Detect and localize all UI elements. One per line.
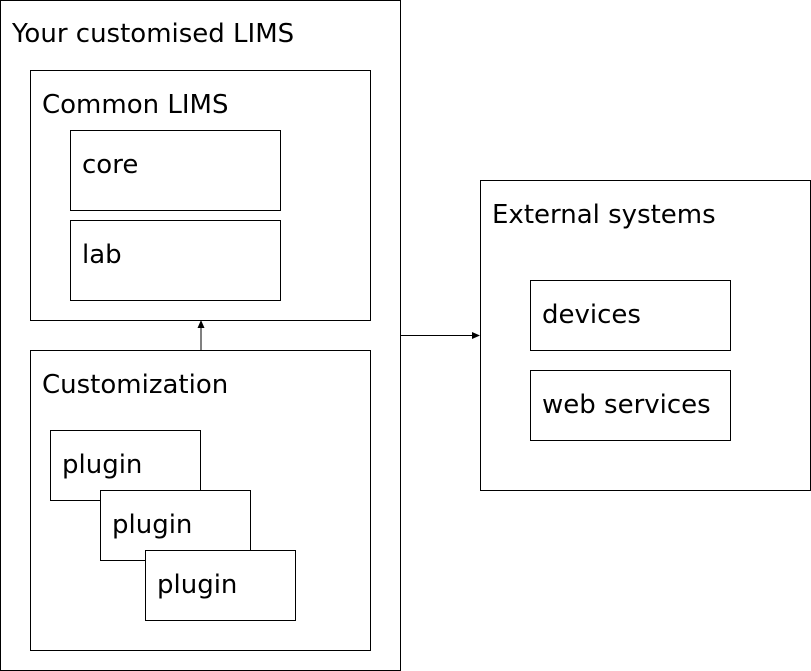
devices-label: devices — [542, 300, 641, 330]
plugin-box: plugin — [50, 430, 201, 501]
external-systems-title: External systems — [492, 200, 716, 230]
lab-module-box: lab — [70, 220, 281, 301]
web-services-box: web services — [530, 370, 731, 441]
core-module-label: core — [82, 150, 139, 180]
customization-title: Customization — [42, 370, 229, 400]
devices-box: devices — [530, 280, 731, 351]
plugin-box: plugin — [100, 490, 251, 561]
plugin-label: plugin — [157, 570, 238, 600]
lab-module-label: lab — [82, 240, 122, 270]
arrow-lims-to-external-systems — [401, 332, 480, 339]
plugin-label: plugin — [112, 510, 193, 540]
core-module-box: core — [70, 130, 281, 211]
web-services-label: web services — [542, 390, 711, 420]
common-lims-title: Common LIMS — [42, 90, 229, 120]
plugin-label: plugin — [62, 450, 143, 480]
plugin-box: plugin — [145, 550, 296, 621]
customised-lims-title: Your customised LIMS — [12, 19, 295, 49]
